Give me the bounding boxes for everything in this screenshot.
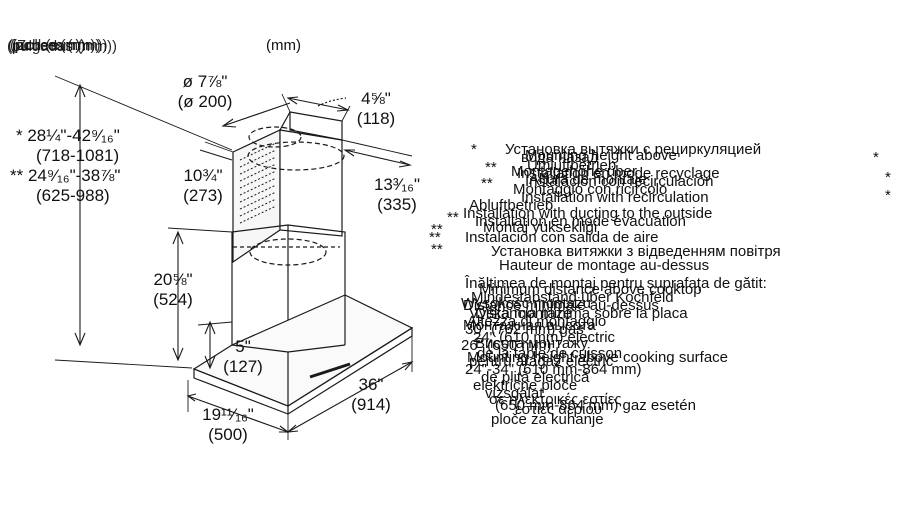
overlap-note: вода назад [521, 149, 599, 166]
dim-canopy-height-imperial: 5" [235, 337, 251, 356]
overlap-note: Instalación con salida de aire [465, 229, 659, 246]
dim-canopy-height: 5" (127) [218, 337, 268, 377]
overlap-note: Installation with recirculation [521, 189, 709, 206]
dim-hood-width-metric: (914) [351, 395, 391, 414]
overlap-note: Umluftbetrieb [527, 157, 617, 174]
dim-chimney-side-imperial: 13³⁄₁₆" [373, 175, 421, 194]
note-asterisk: * [873, 149, 879, 166]
overlap-note: de plită electrică [481, 369, 590, 386]
overlap-note: Mindestabstand über Kochfeld [471, 289, 674, 306]
overlap-note: 24" (610 mm) electric [473, 329, 616, 346]
dim-lower-chimney: 20⅝" (524) [140, 270, 206, 310]
overlap-note: Instalación con recirculación [525, 173, 714, 190]
overlap-note: Wysokość montażu [461, 295, 591, 312]
units-layer-3: (pulgadas (mm)) [7, 38, 118, 55]
overlap-note: Висота монтажу [475, 335, 588, 352]
dim-chimney-depth: 4⅝" (118) [348, 89, 404, 129]
note-mounting-fr: Hauteur de montage au-dessus [499, 257, 710, 274]
dim-chimney-width-imperial: 10¾" [183, 166, 223, 185]
note-vented-ua-mark: ** [431, 241, 443, 258]
overlap-note: Altezza di montaggio [467, 313, 607, 330]
note-double-asterisk: ** [447, 209, 459, 226]
dim-hood-depth-metric: (500) [208, 425, 248, 444]
note-double-asterisk: ** [429, 229, 441, 246]
units-layer-1: (inches (mm)) [8, 37, 101, 54]
overlap-note: 24"-34" (610 mm-864 mm) [465, 361, 642, 378]
dim-height-recirc-imperial: * 28¼"-42⁹⁄₁₆" [16, 126, 120, 145]
overlap-note: Distance minimale au-dessus [463, 297, 659, 314]
note-double-asterisk: ** [481, 175, 493, 192]
note-vented-text: Installation with ducting to the outside [463, 205, 713, 222]
overlap-note: Installation en mode évacuation [475, 213, 686, 230]
dim-chimney-depth-imperial: 4⅝" [361, 89, 391, 108]
vent-slots [239, 142, 277, 224]
overlap-note: Montaj yüksekliği [483, 219, 598, 236]
note-double-asterisk: ** [485, 159, 497, 176]
overlap-note: Монтажная высота [463, 317, 596, 334]
dim-chimney-side: 13³⁄₁₆" (335) [362, 175, 432, 215]
dim-lower-chimney-metric: (524) [153, 290, 193, 309]
dim-hood-depth-imperial: 19¹¹⁄₁₆" [202, 405, 254, 424]
units-label: (mm) [266, 37, 301, 54]
dim-hood-width: 36" (914) [340, 375, 402, 415]
canopy [192, 294, 414, 415]
units-layer-2: (pouces (mm)) [10, 37, 108, 54]
overlap-note: Distancia mínima sobre la placa [475, 305, 688, 322]
units-layer-4: (Zoll (mm)) [12, 37, 86, 54]
dim-chimney-side-metric: (335) [377, 195, 417, 214]
dim-hood-depth: 19¹¹⁄₁₆" (500) [190, 405, 266, 445]
overlap-note: Montagehöhe über [511, 163, 637, 180]
overlap-note: Installation en mode recyclage [517, 165, 720, 182]
dim-height-vented-imperial: ** 24⁹⁄₁₆"-38⅞" [10, 166, 121, 185]
note-asterisk: * [885, 169, 891, 186]
overlap-note: εστίες αερίου [515, 401, 603, 418]
dimension-lines [74, 83, 414, 433]
overlap-note: Montaggio con ricircolo [513, 181, 668, 198]
leader-line [317, 97, 347, 107]
note-vented-mark: ** [431, 221, 443, 238]
overlap-note: vizsgálat [485, 385, 544, 402]
overlap-note: Mounting height above cooking surface [467, 349, 729, 366]
dim-lower-chimney-imperial: 20⅝" [153, 270, 193, 289]
dim-chimney-diameter-metric: (ø 200) [177, 92, 233, 111]
overlap-note: Minimum distance above cooktop [479, 281, 702, 298]
dim-canopy-height-metric: (127) [223, 357, 263, 376]
overlap-note: Výška montáže [469, 305, 572, 322]
dim-height-recirc-metric: (718-1081) [36, 146, 120, 165]
dim-hood-width-imperial: 36" [358, 375, 384, 394]
overlap-note: 26" (650 mm) [461, 337, 552, 354]
overlap-note: Mounting height above [525, 147, 677, 164]
overlap-note: 30" (762 mm) gas [465, 321, 584, 338]
note-recirc-text: Установка вытяжки с рециркуляцией [505, 141, 762, 158]
overlap-note: de la table de cuisson [477, 345, 623, 362]
dim-chimney-diameter: ø 7⅞" (ø 200) [160, 72, 250, 112]
note-gas-hu: (650 mm-864 mm) gaz esetén [495, 397, 696, 414]
extension-lines [54, 75, 413, 440]
note-mounting-ro: Înălțimea de montaj pentru suprafața de … [465, 275, 767, 292]
duct-outline [247, 126, 345, 266]
upper-chimney [232, 111, 343, 264]
dim-chimney-depth-metric: (118) [356, 109, 396, 128]
note-asterisk: * [885, 187, 891, 204]
note-recirc-mark: * [471, 141, 477, 158]
overlap-note: σε ηλεκτρικές εστίες [489, 391, 622, 408]
dim-chimney-width-metric: (273) [183, 186, 223, 205]
overlap-note: Altura de montaje [529, 171, 647, 188]
dim-chimney-width: 10¾" (273) [170, 166, 236, 206]
overlap-note: pentru aragaz electric [469, 353, 614, 370]
note-hr: ploče za kuhanje [491, 411, 604, 428]
overlap-note: Abluftbetrieb [469, 197, 554, 214]
dim-chimney-diameter-imperial: ø 7⅞" [182, 72, 228, 91]
dim-height-vented-metric: (625-988) [36, 186, 110, 205]
overlap-note: električne ploče [473, 377, 578, 394]
dim-overall-height: * 28¼"-42⁹⁄₁₆" (718-1081) ** 24⁹⁄₁₆"-38⅞… [4, 126, 164, 206]
note-vented-ua-text: Установка витяжки з відведенням повітря [491, 243, 781, 260]
